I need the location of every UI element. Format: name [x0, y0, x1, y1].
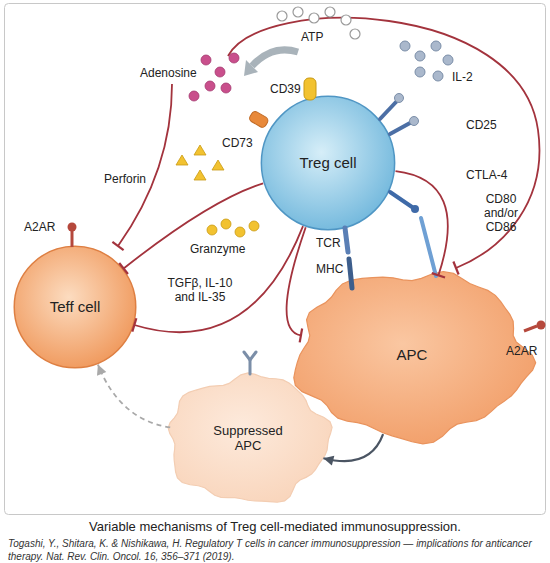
- cell-body: [14, 246, 136, 368]
- perforin-triangle: [194, 145, 206, 155]
- cd73-receptor: [248, 110, 269, 129]
- citation-note: Togashi, Y., Shitara, K. & Nishikawa, H.…: [8, 537, 544, 563]
- adenosine-dot: [221, 83, 231, 93]
- cell-name: APC: [397, 346, 428, 363]
- connector-line: [287, 227, 306, 335]
- cell-body: [294, 272, 536, 444]
- atp-dot: [309, 13, 319, 23]
- connector-line: [98, 365, 170, 428]
- perforin-triangle: [176, 155, 188, 165]
- cell-text: Treg cell: [260, 95, 396, 231]
- conversion-arrow: [252, 50, 298, 66]
- cd25-stalk: [390, 123, 410, 134]
- arrowhead: [97, 365, 106, 376]
- suppressed-receptor: [244, 352, 256, 374]
- cell-body: [168, 373, 332, 502]
- edge-label: TGFβ, IL-10 and IL-35: [160, 276, 240, 304]
- figure-caption: Variable mechanisms of Treg cell-mediate…: [0, 519, 550, 535]
- molecule-label: Perforin: [104, 172, 146, 186]
- cd39-receptor: [304, 78, 316, 100]
- adenosine-dot: [201, 55, 211, 65]
- il2-dot: [443, 55, 453, 65]
- cell-body: [261, 96, 394, 229]
- cell-text: Suppressed APC: [158, 368, 338, 510]
- receptor-label: CD80 and/or CD86: [478, 192, 524, 234]
- connector-line: [134, 226, 303, 332]
- il2-dot: [415, 67, 425, 77]
- cd80-receptor: [421, 218, 436, 276]
- arrowhead: [323, 456, 334, 466]
- inhibition-line: [118, 84, 172, 246]
- molecule-label: ATP: [301, 30, 323, 44]
- cell-text: Teff cell: [13, 245, 137, 369]
- granzyme-dot: [207, 225, 217, 235]
- receptor-label: CD25: [466, 118, 497, 132]
- a2ar-head: [537, 321, 546, 330]
- molecule-label: Adenosine: [140, 66, 197, 80]
- perforin-triangle: [212, 160, 224, 170]
- receptor-label: TCR: [316, 236, 341, 250]
- mhc-molecule: [349, 259, 352, 288]
- atp-dot: [277, 11, 287, 21]
- inhibition-bar: [300, 329, 302, 343]
- granzyme-dot: [249, 221, 259, 231]
- granzyme-dot: [221, 219, 231, 229]
- adenosine-dot: [229, 53, 239, 63]
- suppressed-apc: Suppressed APC: [158, 368, 338, 510]
- receptor-label: CD39: [270, 82, 301, 96]
- a2ar-receptor: [524, 326, 537, 331]
- cell-name: Treg cell: [300, 154, 357, 171]
- granzyme-dot: [235, 227, 245, 237]
- receptor-label: CTLA-4: [466, 168, 507, 182]
- inhibition-connector: [287, 227, 306, 342]
- a2ar-receptor: [71, 231, 74, 247]
- conversion-arrowhead: [244, 60, 258, 76]
- receptor-label: A2AR: [24, 220, 55, 234]
- molecule-label: IL-2: [452, 70, 473, 84]
- granzyme-molecules: [207, 219, 259, 237]
- perforin-molecules: [176, 145, 224, 180]
- connector-line: [124, 183, 264, 268]
- adenosine-dot: [215, 67, 225, 77]
- receptor-label: A2AR: [506, 344, 537, 358]
- inhibition-arc: [228, 18, 539, 268]
- teff-cell: Teff cell: [13, 245, 137, 369]
- inhibition-connector: [132, 226, 303, 332]
- ctla4-head: [411, 205, 419, 213]
- cell-name: Teff cell: [50, 298, 101, 315]
- ctla4-receptor: [390, 192, 412, 207]
- il2-molecules: [400, 41, 453, 81]
- atp-dot: [293, 7, 303, 17]
- il2-dot: [431, 41, 441, 51]
- inhibition-bar: [453, 262, 458, 275]
- treg-cell: Treg cell: [260, 95, 396, 231]
- cell-name: Suppressed APC: [206, 424, 290, 454]
- il2-dot: [433, 71, 443, 81]
- connector-line: [396, 171, 448, 275]
- il2-bound: [410, 117, 419, 126]
- il2-dot: [415, 51, 425, 61]
- il2-dot: [400, 41, 410, 51]
- cd25-stalk: [380, 102, 396, 119]
- atp-dot: [350, 29, 360, 39]
- arrow-connector: [323, 434, 383, 465]
- receptor-label: CD73: [222, 136, 253, 150]
- inhibition-connector: [396, 171, 448, 277]
- atp-dot: [341, 15, 351, 25]
- atp-dot: [325, 7, 335, 17]
- il2-bound: [395, 94, 404, 103]
- receptor-label: MHC: [316, 262, 343, 276]
- tcr-receptor: [345, 228, 348, 252]
- adenosine-dot: [189, 91, 199, 101]
- arrow-connector: [97, 365, 170, 428]
- a2ar-head: [68, 223, 77, 232]
- frame: [5, 4, 546, 515]
- receptor-fork: [244, 352, 256, 360]
- adenosine-dot: [205, 81, 215, 91]
- inhibition-connector: [119, 183, 263, 274]
- molecule-label: Granzyme: [190, 242, 245, 256]
- perforin-triangle: [194, 170, 206, 180]
- inhibition-bar: [112, 242, 123, 250]
